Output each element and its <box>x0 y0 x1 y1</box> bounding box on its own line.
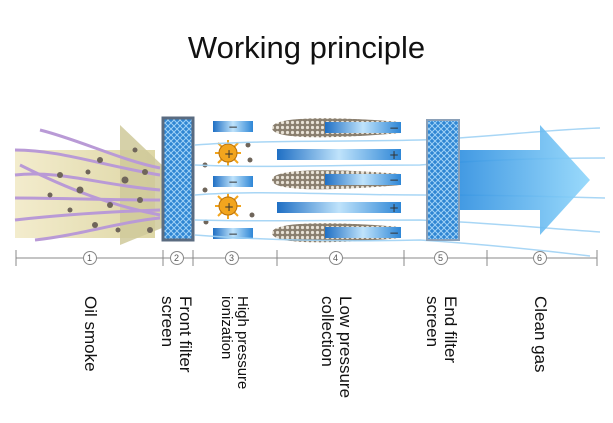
smoke-streams <box>14 128 161 242</box>
plus-sign: + <box>224 200 234 214</box>
diagram-title: Working principle <box>187 30 426 65</box>
plus-sign: + <box>389 201 399 215</box>
stage-marker-3: 3 <box>225 251 239 265</box>
stage-label-oil-smoke: Oil smoke <box>81 296 100 372</box>
ionization-section: − − − + + <box>202 120 255 241</box>
smoke-cone <box>120 125 162 245</box>
clean-gas-arrow <box>460 125 590 235</box>
ionizer-plate <box>213 228 253 239</box>
stage-label-end-filter-screen: End filter screen <box>423 296 460 364</box>
stage-number: 2 <box>174 253 179 263</box>
stage-marker-1: 1 <box>83 251 97 265</box>
stage-marker-4: 4 <box>329 251 343 265</box>
stage-number: 3 <box>229 253 234 263</box>
stage-number: 6 <box>537 253 542 263</box>
minus-sign: − <box>389 121 399 135</box>
stage-label-front-filter-screen: Front filter screen <box>158 296 195 373</box>
minus-sign: − <box>228 120 238 134</box>
stage-number: 4 <box>333 253 338 263</box>
front-filter-screen <box>161 116 195 242</box>
oil-smoke-area <box>14 125 162 245</box>
ion-emitter-icon <box>218 196 238 216</box>
minus-sign: − <box>389 226 399 240</box>
stage-marker-5: 5 <box>434 251 448 265</box>
ion-emitter-icon <box>218 143 238 163</box>
stage-label-low-pressure-collection: Low pressure collection <box>318 296 355 399</box>
stage-number: 5 <box>438 253 443 263</box>
collector-plate <box>325 174 401 185</box>
smoke-particles <box>47 147 153 233</box>
end-filter-screen <box>426 119 460 241</box>
collection-section: + + − − − <box>272 118 401 243</box>
collector-plate <box>325 227 401 238</box>
stage-label-clean-gas: Clean gas <box>531 296 550 373</box>
minus-sign: − <box>389 173 399 187</box>
stage-label-high-pressure-ionization: High pressure ionization <box>218 296 251 390</box>
collector-plate <box>277 202 401 213</box>
stage-marker-6: 6 <box>533 251 547 265</box>
plus-sign: + <box>224 147 234 161</box>
ionizer-plate <box>213 121 253 132</box>
stage-marker-2: 2 <box>170 251 184 265</box>
stage-number: 1 <box>87 253 92 263</box>
minus-sign: − <box>228 175 238 189</box>
plus-sign: + <box>389 148 399 162</box>
ionizer-plate <box>213 176 253 187</box>
collector-plate <box>325 122 401 133</box>
minus-sign: − <box>228 227 238 241</box>
collector-plate <box>277 149 401 160</box>
stage-axis: 1 2 3 4 5 6 <box>15 250 598 266</box>
